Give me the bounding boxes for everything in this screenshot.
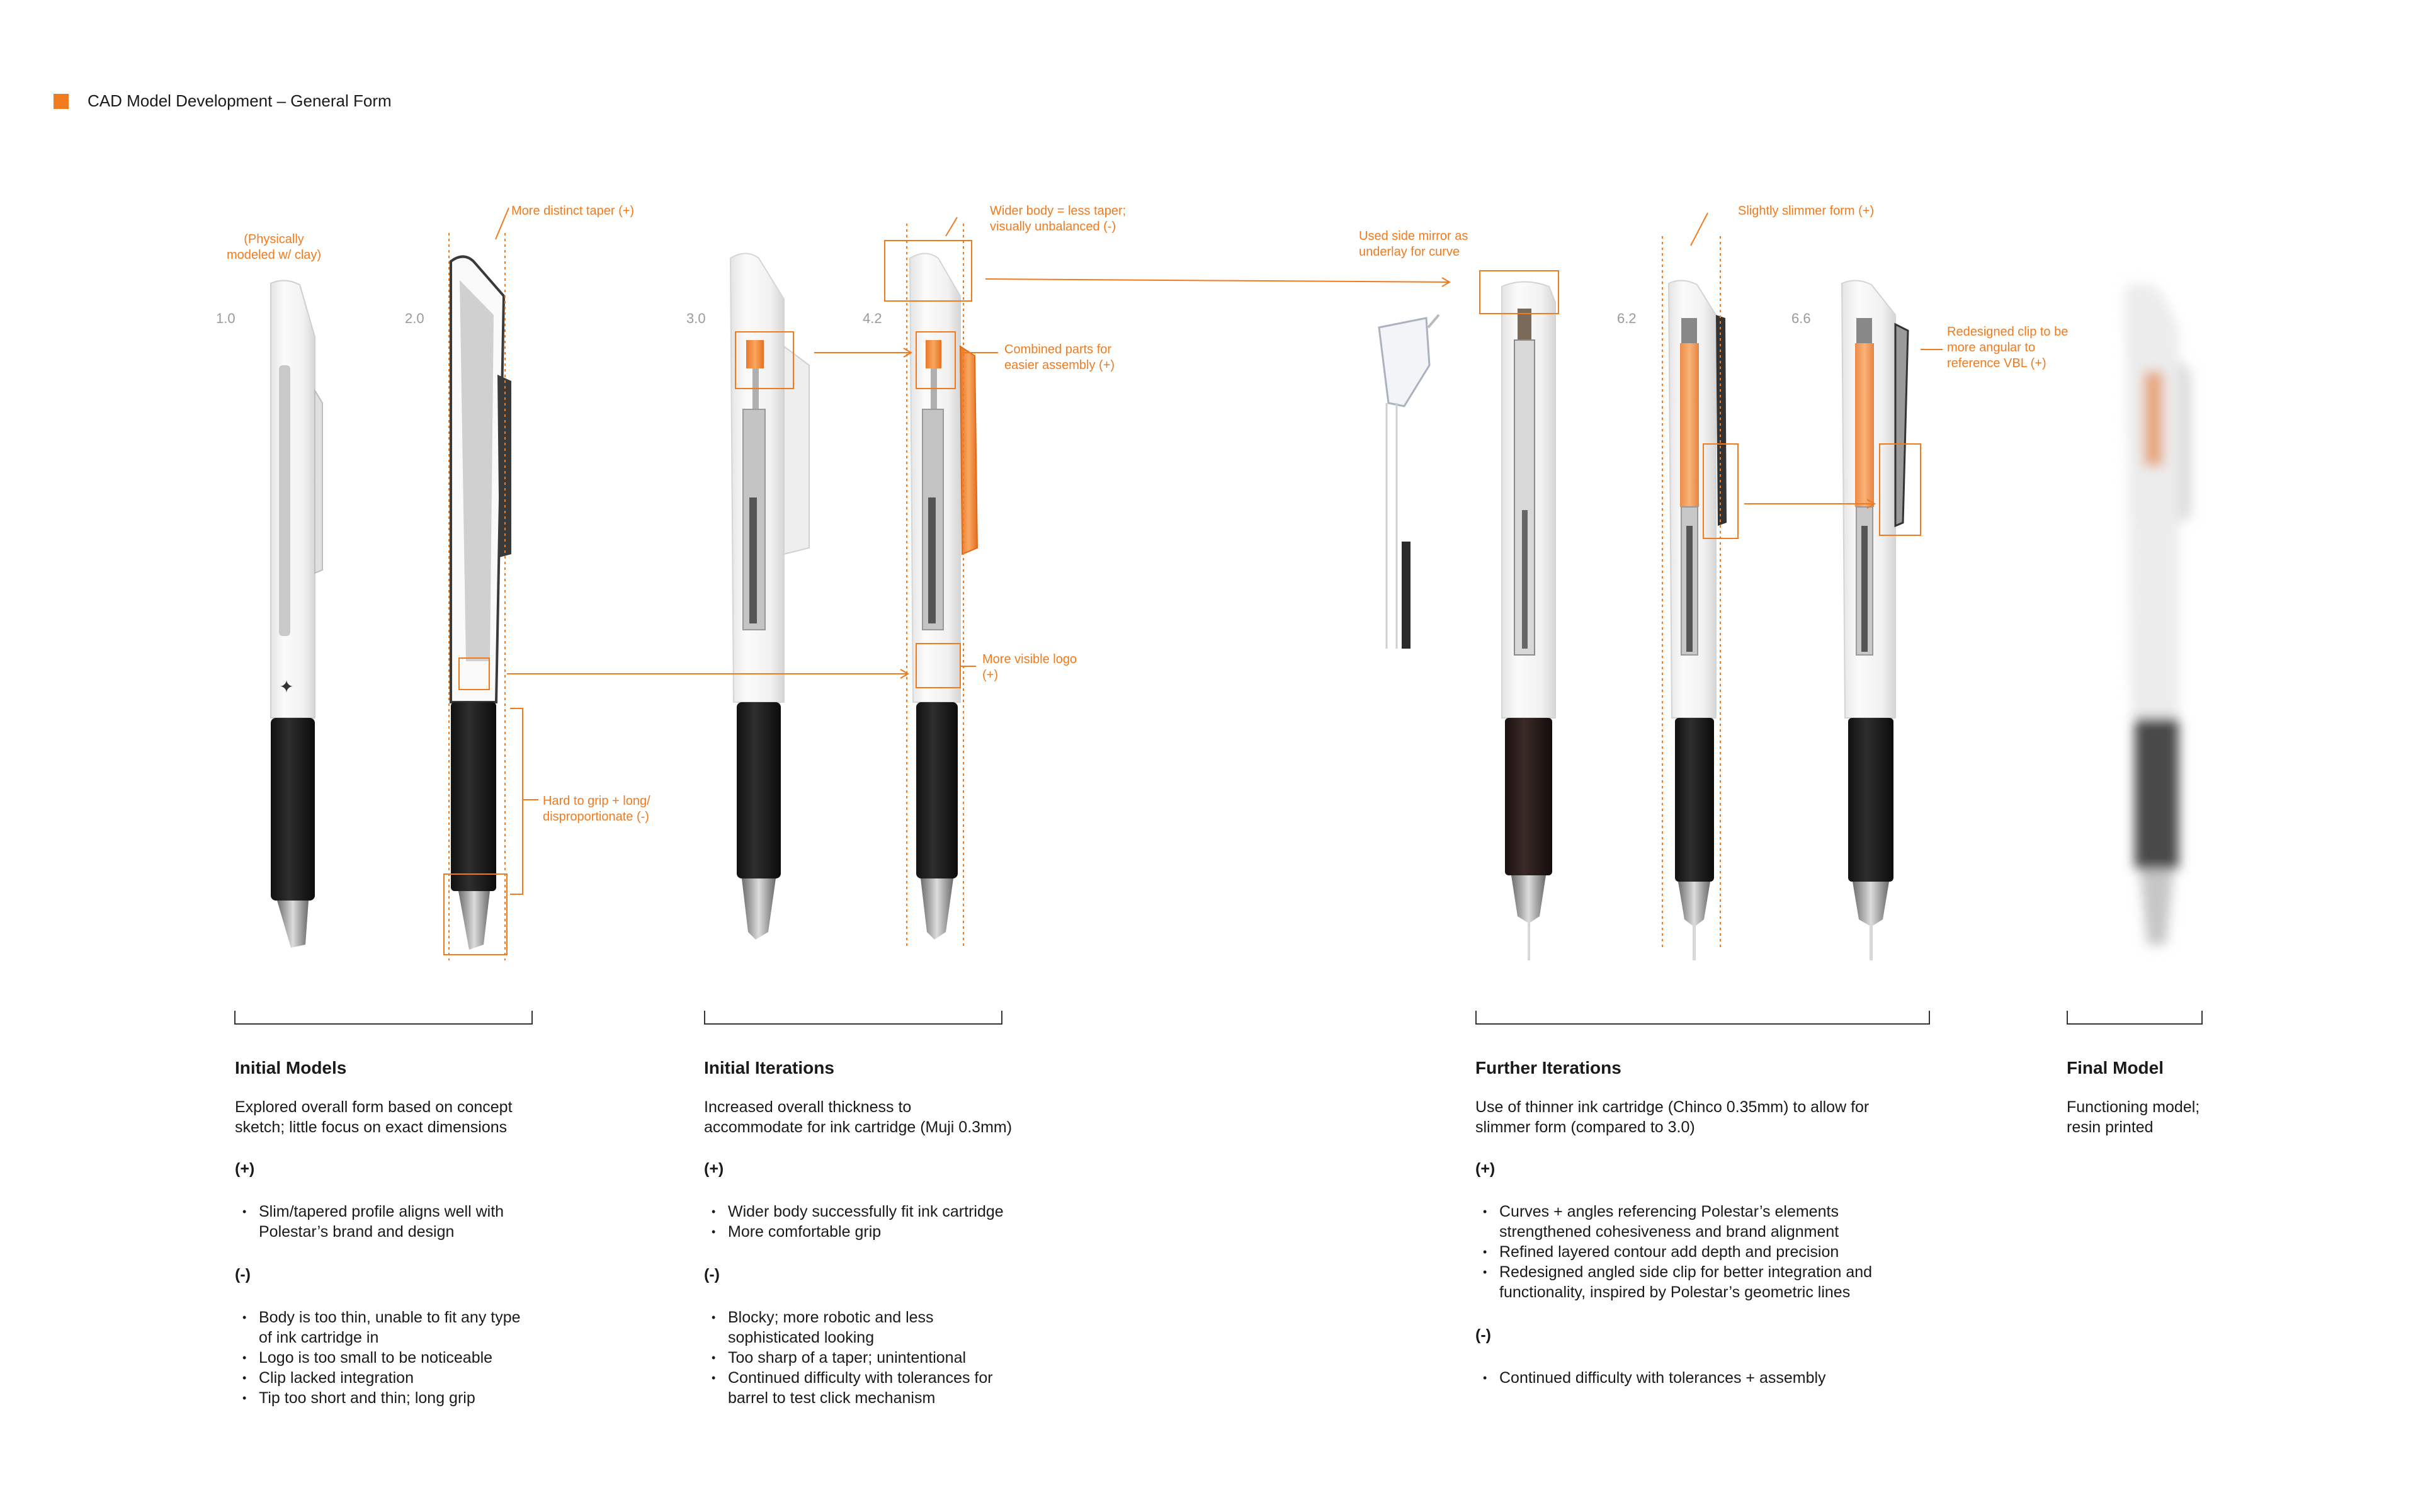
- list-item: More comfortable grip: [704, 1222, 1082, 1242]
- version-label-4-2: 4.2: [863, 310, 882, 326]
- cons-label: (-): [1475, 1326, 1491, 1344]
- section-initial-models: Initial Models Explored overall form bas…: [235, 1058, 587, 1431]
- list-item: Too sharp of a taper; unintentional: [704, 1348, 1082, 1368]
- pros-label: (+): [235, 1160, 255, 1178]
- side-mirror-reference: [1378, 314, 1440, 649]
- annotation-wider-body: Wider body = less taper; visually unbala…: [990, 204, 1127, 234]
- list-item: Refined layered contour add depth and pr…: [1475, 1242, 1954, 1262]
- annotation-slimmer-form: Slightly slimmer form (+): [1738, 204, 1875, 218]
- version-label-1-0: 1.0: [216, 310, 236, 326]
- list-item: Curves + angles referencing Polestar’s e…: [1475, 1202, 1954, 1242]
- section-description: Use of thinner ink cartridge (Chinco 0.3…: [1475, 1098, 1870, 1136]
- list-item: Tip too short and thin; long grip: [235, 1388, 587, 1408]
- annotation-clay: (Physically modeled w/ clay): [227, 232, 322, 262]
- list-item: Redesigned angled side clip for better i…: [1475, 1262, 1954, 1302]
- orange-square-icon: [54, 93, 69, 109]
- list-item: Continued difficulty with tolerances + a…: [1475, 1368, 1954, 1388]
- section-header: CAD Model Development – General Form: [54, 91, 392, 111]
- section-description: Increased overall thickness to accommoda…: [704, 1098, 1013, 1136]
- version-label-3-0: 3.0: [686, 310, 706, 326]
- annotation-taper: More distinct taper (+): [511, 204, 635, 218]
- list-item: Continued difficulty with tolerances for…: [704, 1368, 1082, 1408]
- cons-label: (-): [235, 1266, 251, 1283]
- annotation-grip: Hard to grip + long/ disproportionate (-…: [543, 794, 650, 824]
- pen-final-model: [2125, 284, 2191, 945]
- pros-label: (+): [704, 1160, 724, 1178]
- bracket-further-iterations: [1475, 1011, 1930, 1025]
- cons-list: Body is too thin, unable to fit any type…: [235, 1307, 587, 1408]
- version-label-6-6: 6.6: [1791, 310, 1811, 326]
- cons-list: Blocky; more robotic and less sophistica…: [704, 1307, 1082, 1408]
- pen-6-0: [1501, 281, 1556, 960]
- list-item: Body is too thin, unable to fit any type…: [235, 1307, 587, 1348]
- cons-list: Continued difficulty with tolerances + a…: [1475, 1368, 1954, 1388]
- list-item: Slim/tapered profile aligns well with Po…: [235, 1202, 587, 1242]
- pros-list: Curves + angles referencing Polestar’s e…: [1475, 1202, 1954, 1302]
- pen-1-0: ✦: [270, 280, 323, 948]
- page-title: CAD Model Development – General Form: [88, 91, 392, 110]
- leader-lines: [495, 207, 1943, 895]
- svg-text:✦: ✦: [279, 676, 293, 697]
- cons-label: (-): [704, 1266, 720, 1283]
- bracket-initial-iterations: [704, 1011, 1002, 1025]
- pen-2-0: [450, 255, 511, 950]
- section-further-iterations: Further Iterations Use of thinner ink ca…: [1475, 1058, 1954, 1411]
- section-initial-iterations: Initial Iterations Increased overall thi…: [704, 1058, 1082, 1431]
- section-title: Further Iterations: [1475, 1058, 1621, 1077]
- bracket-initial-models: [234, 1011, 533, 1025]
- version-label-6-2: 6.2: [1617, 310, 1637, 326]
- list-item: Blocky; more robotic and less sophistica…: [704, 1307, 1082, 1348]
- section-final-model: Final Model Functioning model; resin pri…: [2067, 1058, 2319, 1159]
- arrow-lines: [507, 277, 1876, 679]
- pen-4-2: [909, 253, 979, 940]
- annotation-redesigned-clip: Redesigned clip to be more angular to re…: [1947, 325, 2069, 370]
- version-label-2-0: 2.0: [405, 310, 424, 326]
- taper-guide-lines: [448, 224, 1721, 960]
- pros-list: Wider body successfully fit ink cartridg…: [704, 1202, 1082, 1242]
- annotation-visible-logo: More visible logo (+): [982, 652, 1077, 682]
- section-title: Initial Iterations: [704, 1058, 834, 1077]
- section-description: Explored overall form based on concept s…: [235, 1098, 513, 1136]
- bracket-final-model: [2067, 1011, 2203, 1025]
- annotation-combined-parts: Combined parts for easier assembly (+): [1004, 343, 1115, 372]
- pen-6-6: [1841, 280, 1909, 960]
- pen-3-0: [729, 253, 810, 940]
- list-item: Wider body successfully fit ink cartridg…: [704, 1202, 1082, 1222]
- section-description: Functioning model; resin printed: [2067, 1098, 2200, 1136]
- list-item: Logo is too small to be noticeable: [235, 1348, 587, 1368]
- pros-label: (+): [1475, 1160, 1496, 1178]
- section-title: Final Model: [2067, 1058, 2164, 1077]
- list-item: Clip lacked integration: [235, 1368, 587, 1388]
- section-title: Initial Models: [235, 1058, 347, 1077]
- pros-list: Slim/tapered profile aligns well with Po…: [235, 1202, 587, 1242]
- pen-6-2: [1667, 280, 1727, 960]
- pen-models-illustration: ✦: [270, 207, 2191, 960]
- annotation-side-mirror: Used side mirror as underlay for curve: [1359, 229, 1468, 259]
